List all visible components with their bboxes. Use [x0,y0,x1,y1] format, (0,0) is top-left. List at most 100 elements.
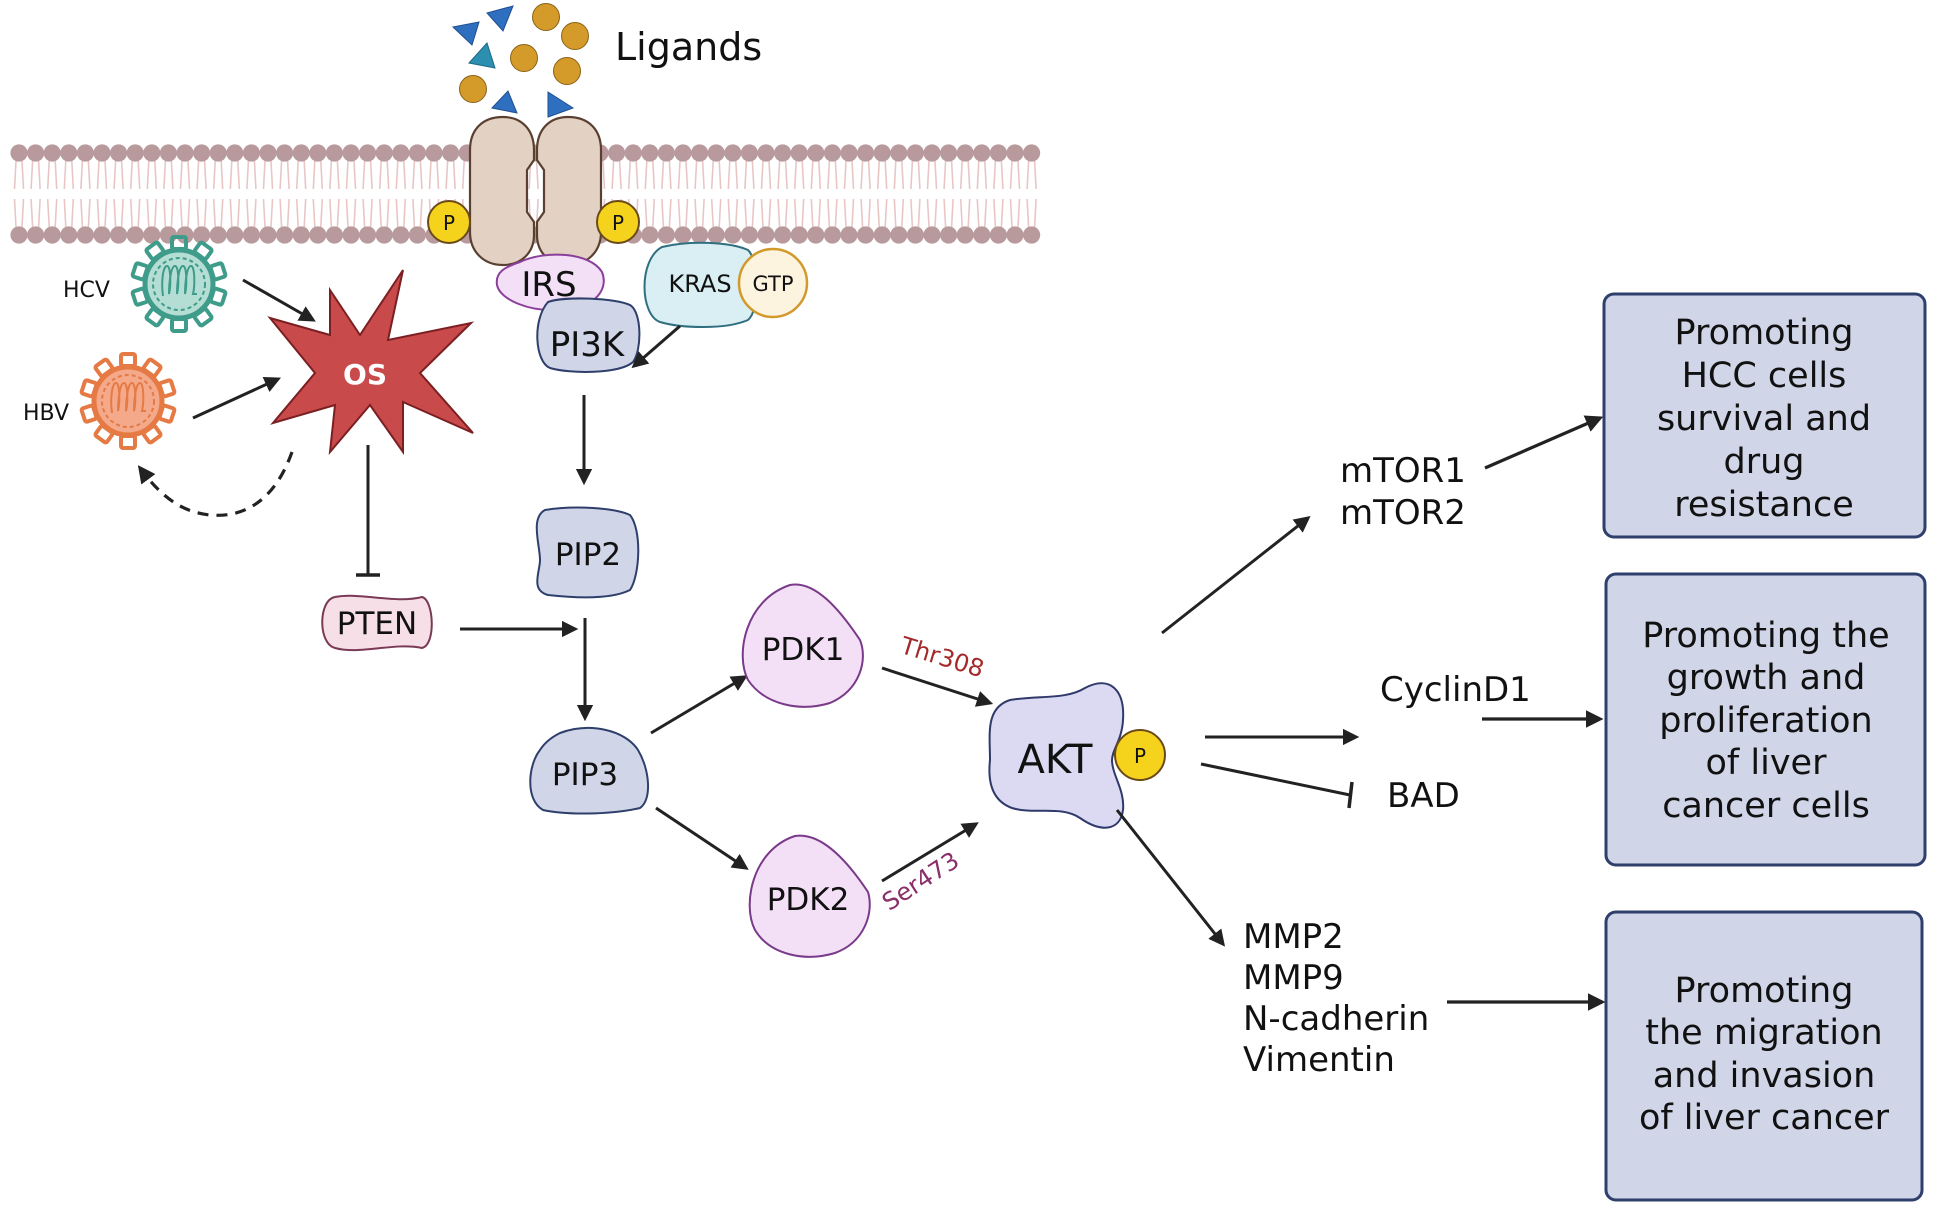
arrow-akt-to-mtor [1161,515,1311,635]
lipid-head [740,144,759,162]
pdk2-label: PDK2 [767,882,850,918]
inhibition-akt-to-bad [1200,762,1351,797]
lipid-tail [369,198,373,228]
arrow-hcv-to-os [242,278,316,322]
lipid-tail [810,160,814,190]
lipid-head [193,144,211,162]
lipid-tail [386,160,390,190]
outcome-line: and invasion [1653,1056,1876,1096]
lipid-head [890,226,908,244]
lipid-tail [129,198,133,228]
outcome-box-survival: Promoting HCC cells survival and drug re… [1602,292,1927,539]
lipid-head [342,226,360,244]
ligand-circle [532,3,560,31]
lipid-tail [345,198,349,228]
lipid-head [707,144,725,162]
pdk2-node: PDK2 [748,834,871,958]
lipid-head [60,144,78,162]
lipid-tail [694,160,698,190]
akt-phospho-label: P [1134,744,1146,768]
arrow-pdk2-to-akt [881,822,979,883]
lipid-head [242,226,260,244]
lipid-tail [1026,160,1030,190]
lipid-tail [801,198,805,228]
lipid-tail [611,160,615,190]
lipid-head [359,144,377,162]
lipid-tail [860,198,864,228]
lipid-head [209,226,227,244]
ligand-triangle [486,5,514,32]
lipid-tail [950,198,954,228]
pdk1-node: PDK1 [741,583,864,708]
lipid-tail [87,160,91,190]
virus-spike [170,317,188,333]
lipid-tail [320,160,324,190]
lipid-head [873,226,891,244]
lipid-tail [286,198,290,228]
mmp2-label: MMP2 [1243,917,1344,957]
lipid-head [309,144,327,162]
lipid-tail [718,198,722,228]
lipid-tail [246,160,250,190]
lipid-tail [943,160,947,190]
lipid-head [425,144,443,162]
lipid-head [276,226,294,244]
ligand-circle [561,22,589,50]
lipid-head [242,144,260,162]
lipid-tail [744,198,748,228]
lipid-tail [910,198,914,228]
lipid-tail [843,198,847,228]
ligands-group: Ligands [451,3,762,118]
pip3-node: PIP3 [529,727,650,815]
lipid-head [923,144,941,162]
lipid-head [807,144,825,162]
lipid-tail [661,198,665,228]
lipid-head [276,144,294,162]
lipid-tail [270,160,274,190]
lipid-tail [735,198,739,228]
lipid-tail [668,160,672,190]
kras-label: KRAS [668,270,731,298]
pten-node: PTEN [321,594,433,652]
lipid-tail [843,160,847,190]
lipid-tail [104,160,108,190]
pip2-node: PIP2 [535,506,640,599]
lipid-tail [884,160,888,190]
lipid-head [26,226,45,244]
lipid-tail [412,160,416,190]
lipid-head [392,144,410,162]
lipid-tail [760,198,764,228]
lipid-tail [170,160,174,190]
lipid-head [923,226,941,244]
lipid-tail [303,160,307,190]
arrow-pip3-to-pdk1 [650,675,748,735]
lipid-tail [37,198,41,228]
lipid-head [110,144,128,162]
lipid-tail [80,198,84,228]
lipid-tail [395,160,399,190]
lipid-tail [461,160,465,190]
lipid-tail [744,160,748,190]
lipid-head [674,226,692,244]
lipid-head [989,144,1008,162]
outcome-line: the migration [1645,1013,1882,1053]
pip2-label: PIP2 [555,537,621,573]
lipid-tail [602,160,606,190]
lipid-tail [768,160,772,190]
lipid-tail [993,198,997,228]
lipid-head [325,144,343,162]
lipid-head [110,226,128,244]
lipid-head [442,144,460,162]
kras-node: KRAS GTP [643,241,809,328]
lipid-tail [196,198,200,228]
lipid-tail [220,160,224,190]
lipid-tail [668,198,672,228]
lipid-head [10,144,28,162]
lipid-tail [652,198,656,228]
phospho-label: P [443,211,455,235]
lipid-tail [777,198,781,228]
lipid-tail [154,198,158,228]
lipid-tail [96,198,100,228]
mmp9-label: MMP9 [1243,958,1344,998]
outcome-box-growth: Promoting the growth and proliferation o… [1604,572,1927,867]
